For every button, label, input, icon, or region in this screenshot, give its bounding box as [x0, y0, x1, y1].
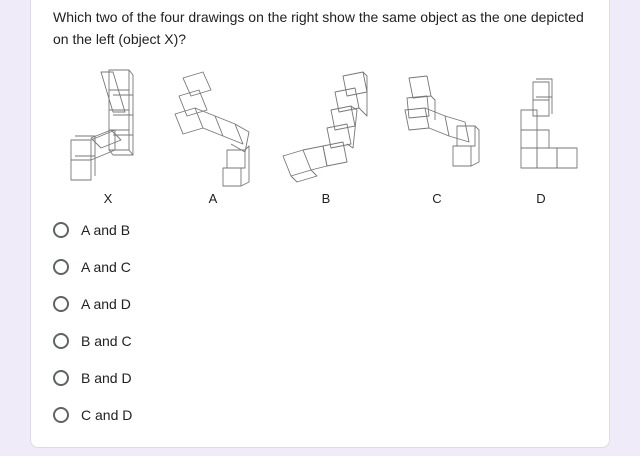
option-a-and-c[interactable]: A and C: [53, 255, 253, 279]
option-label: B and D: [81, 370, 132, 386]
radio-button[interactable]: [53, 407, 69, 423]
option-label: C and D: [81, 407, 133, 423]
question-card: Which two of the four drawings on the ri…: [30, 0, 610, 448]
figure-label-a: A: [208, 191, 218, 206]
option-label: A and C: [81, 259, 131, 275]
option-a-and-b[interactable]: A and B: [53, 218, 253, 242]
option-b-and-d[interactable]: B and D: [53, 366, 253, 390]
cube-drawing-c: [404, 75, 480, 167]
figure-label-c: C: [432, 191, 442, 206]
figure-label-x: X: [103, 191, 113, 206]
option-c-and-d[interactable]: C and D: [53, 403, 253, 427]
object-x-drawing: [70, 69, 134, 181]
figures-row: X A B C D: [31, 0, 611, 215]
option-label: B and C: [81, 333, 132, 349]
radio-button[interactable]: [53, 370, 69, 386]
cube-drawing-a: [174, 71, 250, 187]
figure-label-d: D: [536, 191, 546, 206]
radio-button[interactable]: [53, 259, 69, 275]
cube-drawing-d: [520, 78, 578, 169]
radio-button[interactable]: [53, 333, 69, 349]
radio-button[interactable]: [53, 296, 69, 312]
cube-drawing-b: [282, 71, 368, 183]
radio-button[interactable]: [53, 222, 69, 238]
figure-label-b: B: [321, 191, 331, 206]
option-label: A and D: [81, 296, 131, 312]
option-b-and-c[interactable]: B and C: [53, 329, 253, 353]
question-text: Which two of the four drawings on the ri…: [53, 9, 584, 47]
option-label: A and B: [81, 222, 131, 238]
option-a-and-d[interactable]: A and D: [53, 292, 253, 316]
